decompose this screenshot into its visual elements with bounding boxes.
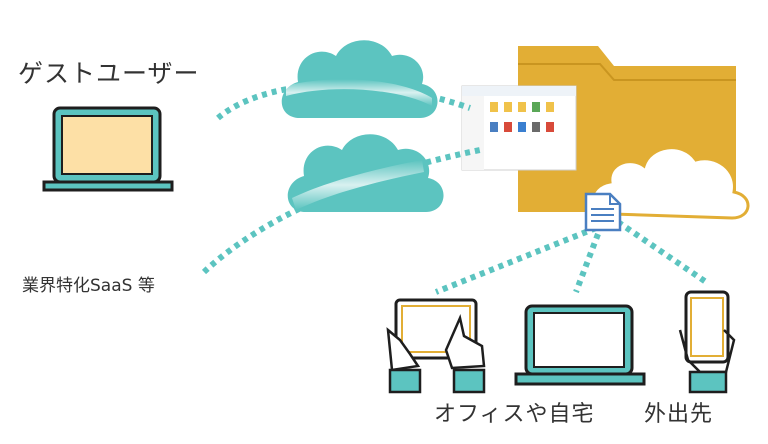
industry-saas-label: 業界特化SaaS 等: [22, 276, 155, 296]
folder-cloud-icon: [590, 146, 750, 220]
tablet-line: [434, 225, 598, 295]
cloud-icon: [281, 40, 438, 118]
phone-hand-icon: [678, 290, 736, 394]
saas-cloud-line: [201, 147, 481, 275]
outside-label: 外出先: [644, 402, 714, 427]
office-home-label: オフィスや自宅: [434, 402, 595, 427]
guest-cloud-line: [216, 81, 471, 121]
laptop-icon: [514, 304, 646, 386]
connection-lines: [201, 81, 708, 295]
tablet-hands-icon: [386, 298, 486, 394]
laptop-icon: [42, 106, 174, 192]
document-icon: [584, 192, 622, 232]
phone-line: [616, 219, 708, 285]
guest-user-label: ゲストユーザー: [18, 59, 200, 88]
laptop-line: [573, 232, 601, 294]
file-explorer-thumbnail: [461, 85, 577, 171]
